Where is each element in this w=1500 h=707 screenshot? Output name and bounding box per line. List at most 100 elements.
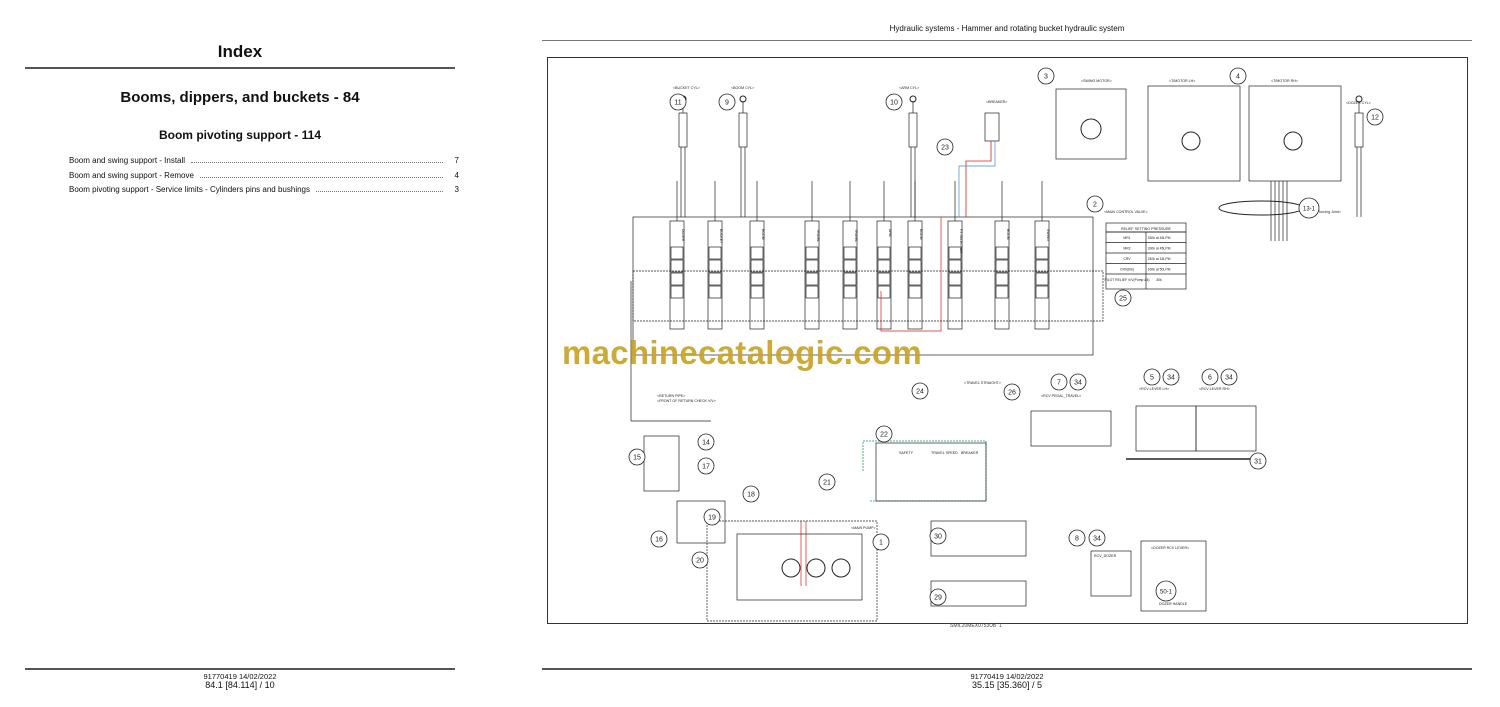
spool-position: [877, 285, 891, 299]
spool-label: ARM: [888, 229, 892, 237]
component-label: <MAIN PUMP>: [851, 526, 876, 530]
toc-leader: [199, 171, 443, 178]
callout-circle: [703, 508, 721, 526]
callout-circle: [818, 473, 836, 491]
turning-joint-symbol: [1218, 200, 1304, 216]
callout-number: 34: [1074, 380, 1082, 387]
toc-entry-page[interactable]: 7: [454, 156, 459, 165]
component-label: <ARM CYL>: [899, 86, 919, 90]
callout-number: 13-1: [1303, 207, 1316, 213]
toc-entry[interactable]: Boom pivoting support - Service limits -…: [69, 185, 459, 194]
relief-row-value: 330k at 45LPM: [1148, 247, 1171, 251]
callout-number: 14: [702, 440, 710, 447]
rcv-lever-rh: [1195, 405, 1257, 452]
toc-entry-label[interactable]: Boom and swing support - Remove: [69, 171, 194, 180]
component-label: <DOZER RCV LEVER>: [1151, 546, 1189, 550]
spool-position: [805, 272, 819, 286]
component-label: TRAVEL SPEED: [931, 451, 958, 455]
index-title: Index: [217, 42, 263, 61]
callout-circle: [885, 93, 903, 111]
callout-number: 25: [1119, 296, 1127, 303]
component-label: <SWING MOTOR>: [1081, 79, 1112, 83]
callout-circle: [911, 382, 929, 400]
callout-circle: [1114, 289, 1132, 307]
spool-label: BOOM: [919, 229, 923, 240]
component-label: <RCV LEVER LH>: [1139, 387, 1169, 391]
motor-symbol: [1283, 131, 1303, 151]
callout-circle: [1366, 108, 1384, 126]
callout-circle: [929, 588, 947, 606]
spool-position: [843, 259, 857, 273]
return-line: [958, 141, 996, 217]
toc-entry-page[interactable]: 4: [454, 171, 459, 180]
callout-circle: [1298, 197, 1320, 219]
title-divider: [25, 67, 455, 69]
callout-circle: [1037, 67, 1055, 85]
relief-row-name: PILOT RELIEF V/V(Pump A4): [1105, 278, 1150, 282]
toc-leader: [191, 156, 443, 163]
callout-number: 12: [1371, 115, 1379, 122]
spool-position: [750, 246, 764, 260]
spool-label: TRAVEL: [854, 229, 858, 242]
component-label: <T/MOTOR RH>: [1271, 79, 1298, 83]
right-footer: 91770419 14/02/2022 35.15 [35.360] / 5: [542, 672, 1472, 690]
component-label: RCV_DOZER: [1094, 554, 1117, 558]
spool-position: [843, 272, 857, 286]
footer-divider: [542, 668, 1472, 670]
valve-spool: [876, 220, 892, 330]
toc-entry-page[interactable]: 3: [454, 185, 459, 194]
left-footer: 91770419 14/02/2022 84.1 [84.114] / 10: [25, 672, 455, 690]
tank-symbol: [676, 500, 726, 544]
relief-row-value: 330k at 45LPM: [1148, 236, 1171, 240]
component-label: <MAIN CONTROL VALVE>: [1104, 210, 1148, 214]
callout-number: 16: [655, 537, 663, 544]
callout-number: 5: [1150, 375, 1154, 382]
footer-doc-id: 91770419 14/02/2022: [203, 672, 277, 681]
callout-number: 30: [934, 534, 942, 541]
callout-circle: [742, 485, 760, 503]
callout-circle: [1086, 195, 1104, 213]
component-label: <T/MOTOR LH>: [1169, 79, 1195, 83]
spool-position: [877, 259, 891, 273]
spool-position: [670, 272, 684, 286]
relief-row-name: CRV(BS): [1120, 268, 1134, 272]
component-label: <DOZER CYL>: [1346, 101, 1371, 105]
footer-divider: [25, 668, 455, 670]
callout-circle: [1143, 368, 1161, 386]
callout-number: 7: [1057, 380, 1061, 387]
callout-circle: [1088, 529, 1106, 547]
arm-cylinder: [908, 112, 918, 148]
callout-number: 2: [1093, 202, 1097, 209]
dozer-cylinder: [1354, 112, 1364, 148]
toc-entry[interactable]: Boom and swing support - Install 7: [69, 156, 459, 165]
spool-position: [1035, 259, 1049, 273]
spool-position: [1035, 246, 1049, 260]
toc-entry-label[interactable]: Boom pivoting support - Service limits -…: [69, 185, 310, 194]
rcv-lever-lh: [1135, 405, 1197, 452]
spool-position: [670, 246, 684, 260]
toc-entry-label[interactable]: Boom and swing support - Install: [69, 156, 186, 165]
section-heading: Booms, dippers, and buckets - 84: [120, 89, 360, 106]
component-label: <Turning Joint>: [1316, 210, 1341, 214]
callout-circle: [1201, 368, 1219, 386]
rcv-pedal-travel: [1030, 410, 1112, 447]
pressure-line: [965, 141, 992, 217]
callout-circle: [697, 457, 715, 475]
callout-number: 1: [879, 540, 883, 547]
cylinder-eye: [909, 95, 917, 103]
spool-position: [670, 285, 684, 299]
spool-position: [750, 285, 764, 299]
spool-position: [805, 246, 819, 260]
callout-circle: [718, 93, 736, 111]
footer-page-number: 35.15 [35.360] / 5: [971, 680, 1043, 690]
toc-entry[interactable]: Boom and swing support - Remove 4: [69, 171, 459, 180]
callout-number: 22: [880, 432, 888, 439]
spool-label: TRAVEL: [816, 229, 820, 242]
valve-return-gallery: [632, 270, 1104, 322]
spool-label: SWING: [1046, 229, 1050, 241]
component-label: <BOOM CYL>: [731, 86, 754, 90]
spool-position: [877, 246, 891, 260]
spool-position: [843, 246, 857, 260]
page-header-title: Hydraulic systems - Hammer and rotating …: [889, 24, 1125, 33]
